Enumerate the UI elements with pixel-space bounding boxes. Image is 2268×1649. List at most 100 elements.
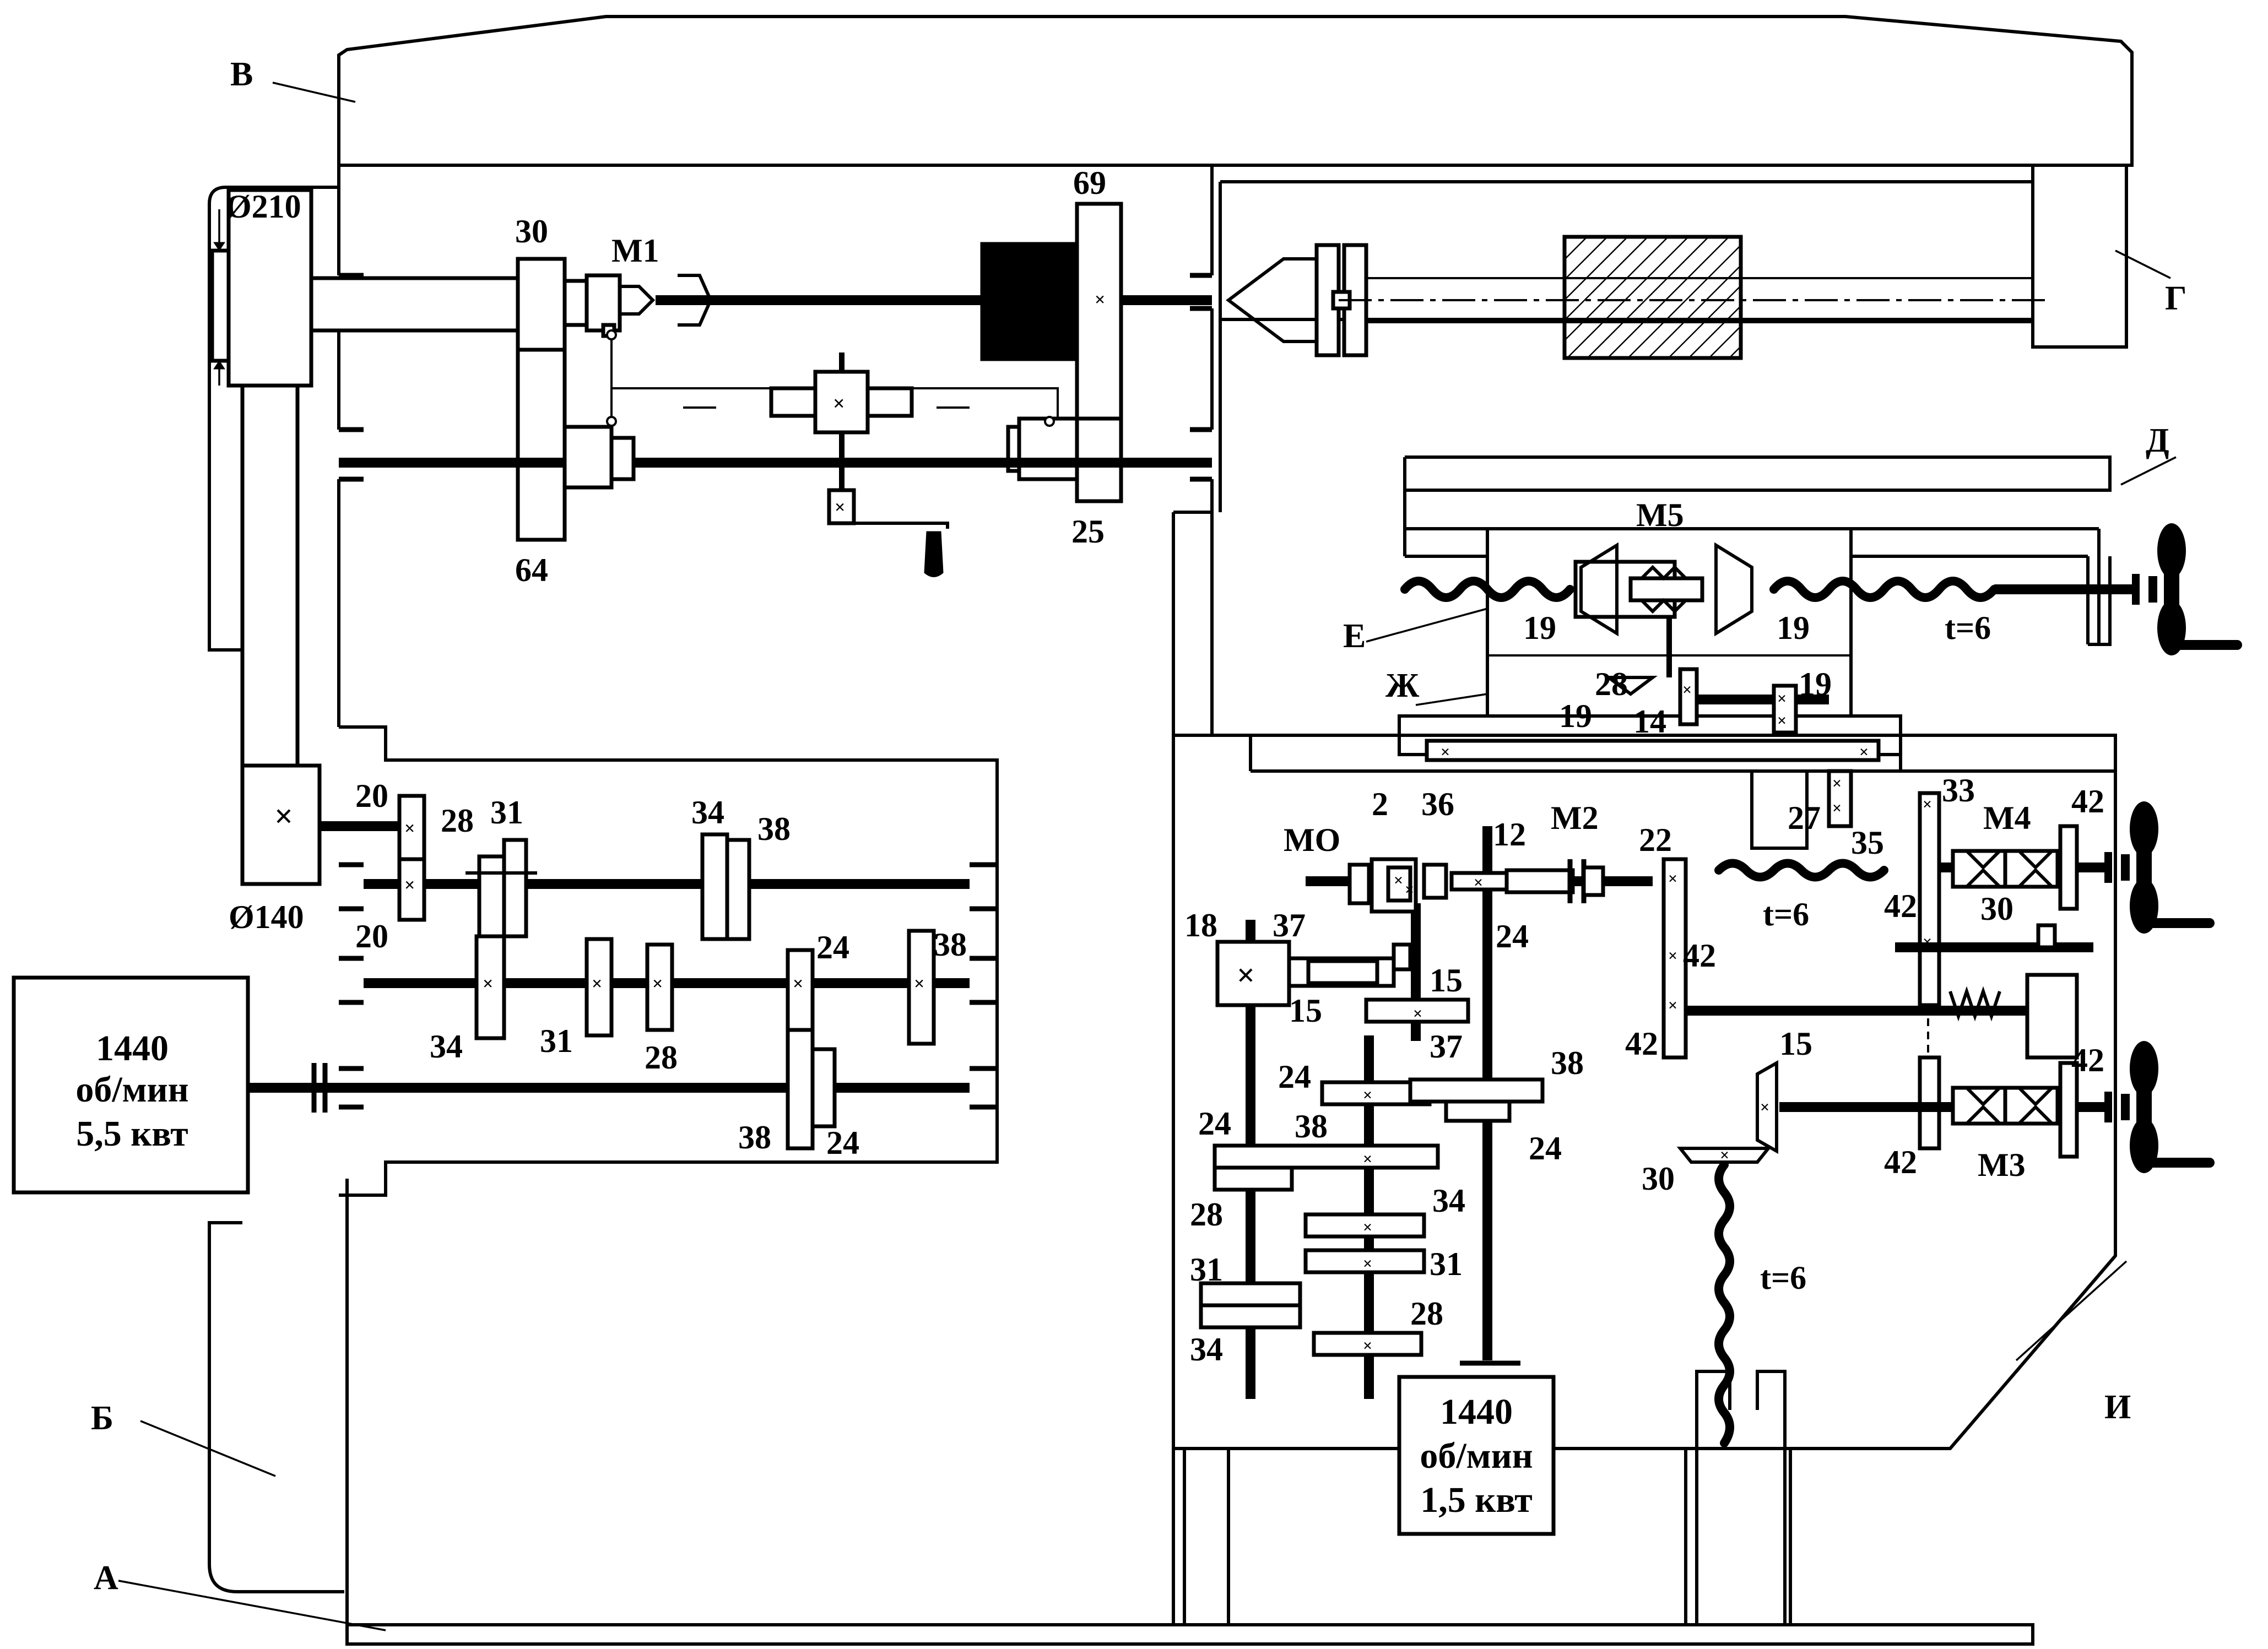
clutch-mo-label: МО xyxy=(1284,822,1340,858)
feed-gear-24-d: 24 xyxy=(1529,1130,1562,1167)
svg-text:×: × xyxy=(1923,795,1932,813)
svg-text:×: × xyxy=(1363,1255,1372,1273)
label-e: Е xyxy=(1343,617,1366,655)
cross-handwheel[interactable] xyxy=(2104,801,2215,934)
svg-text:×: × xyxy=(1668,870,1677,888)
main-motor-power: 5,5 квт xyxy=(76,1114,188,1154)
label-d: Д xyxy=(2146,422,2169,459)
gb-gear-34-bottom: 34 xyxy=(430,1028,463,1065)
gb-gear-24-lower: 24 xyxy=(826,1125,859,1161)
feed-gear-15-b: 15 xyxy=(1430,962,1463,999)
screw-pitch-vertical: t=6 xyxy=(1760,1260,1806,1296)
table-gear-19-b: 19 xyxy=(1777,610,1810,646)
table-gear-19-a: 19 xyxy=(1523,610,1556,646)
svg-text:×: × xyxy=(1363,1150,1372,1168)
feed-gear-24-b: 24 xyxy=(1278,1059,1311,1095)
feed-gear-34-a: 34 xyxy=(1432,1182,1465,1219)
svg-text:×: × xyxy=(835,497,845,518)
pulley-drive-dia: Ø210 xyxy=(226,188,301,225)
svg-text:×: × xyxy=(1237,957,1255,993)
gear-69: 69 xyxy=(1073,165,1106,201)
vertical-handwheel[interactable] xyxy=(2104,1041,2215,1173)
feed-motor xyxy=(1397,1375,1556,1536)
feed-gearbox: × × × × × × × × × × × × xyxy=(1199,791,2104,1447)
gb-gear-20-top: 20 xyxy=(355,778,388,814)
feed-gear-38-a: 38 xyxy=(1551,1045,1584,1081)
arbor xyxy=(1226,235,2049,360)
svg-text:×: × xyxy=(1095,290,1105,310)
spindle-gear-64 xyxy=(516,348,567,542)
feed-motor-power: 1,5 квт xyxy=(1420,1480,1532,1520)
gb-gear-38-top: 38 xyxy=(757,811,791,847)
driven-pulley xyxy=(240,763,322,886)
svg-text:×: × xyxy=(1394,871,1403,889)
feed-gear-42-f: 42 xyxy=(1884,1144,1917,1180)
table-gear-28: 28 xyxy=(1595,666,1628,702)
feed-gear-12: 12 xyxy=(1493,816,1526,853)
svg-text:×: × xyxy=(1405,881,1414,899)
clutch-m1-label: М1 xyxy=(611,232,659,269)
svg-text:×: × xyxy=(1363,1337,1372,1355)
feed-gear-42-d: 42 xyxy=(1884,888,1917,924)
feed-gear-42-b: 42 xyxy=(1625,1026,1658,1062)
feed-gear-38-b: 38 xyxy=(1295,1108,1328,1144)
gear-30-spindle: 30 xyxy=(515,213,548,249)
table-handwheel[interactable] xyxy=(2132,523,2242,655)
screw-pitch-table: t=6 xyxy=(1945,610,1991,646)
main-motor-unit: об/мин xyxy=(75,1070,188,1110)
clutch-m3-label: М3 xyxy=(1978,1147,2026,1183)
svg-text:×: × xyxy=(1363,1086,1372,1104)
feed-gear-36: 36 xyxy=(1421,786,1454,822)
spindle-gear-69 xyxy=(1075,202,1123,421)
clutch-m5 xyxy=(1573,542,1753,637)
svg-text:×: × xyxy=(1668,996,1677,1015)
feed-gear-18: 18 xyxy=(1184,907,1217,943)
feed-gear-30-a: 30 xyxy=(1980,891,2013,927)
feed-gear-28-b: 28 xyxy=(1410,1295,1443,1332)
clutch-m5-label: М5 xyxy=(1636,497,1684,533)
svg-text:×: × xyxy=(1363,1218,1372,1236)
svg-text:×: × xyxy=(1832,774,1842,793)
gb-gear-38-right: 38 xyxy=(934,926,967,963)
svg-text:×: × xyxy=(1777,712,1787,730)
svg-text:×: × xyxy=(914,974,924,994)
gb-gear-28-top: 28 xyxy=(441,802,474,839)
feed-gear-24-a: 24 xyxy=(1496,918,1529,954)
feed-gear-30-b: 30 xyxy=(1642,1160,1675,1197)
svg-text:×: × xyxy=(1859,743,1869,761)
spindle-group: × × xyxy=(210,188,1212,886)
svg-text:×: × xyxy=(1441,743,1450,761)
svg-text:×: × xyxy=(1760,1098,1769,1116)
main-gearbox: × × × × × × × xyxy=(248,794,970,1151)
table-gear-19-d: 19 xyxy=(1559,698,1592,734)
svg-text:×: × xyxy=(404,875,415,896)
feed-gear-31-a: 31 xyxy=(1430,1246,1463,1282)
svg-text:×: × xyxy=(1474,874,1483,892)
label-i: И xyxy=(2104,1388,2131,1426)
svg-text:×: × xyxy=(592,974,602,994)
pulley-driven-dia: Ø140 xyxy=(229,899,304,935)
screw-pitch-cross: t=6 xyxy=(1763,896,1809,932)
svg-text:×: × xyxy=(1682,681,1692,699)
clutch-m2-label: М2 xyxy=(1551,800,1599,836)
svg-text:×: × xyxy=(833,392,845,415)
feed-motor-unit: об/мин xyxy=(1420,1436,1533,1476)
table-gear-33: 33 xyxy=(1942,772,1975,809)
svg-text:×: × xyxy=(483,974,493,994)
feed-gear-31-b: 31 xyxy=(1190,1251,1223,1288)
clutch-m1 xyxy=(562,273,713,338)
feed-gear-42-a: 42 xyxy=(1683,937,1716,974)
gb-gear-28-bottom: 28 xyxy=(645,1039,678,1076)
feed-gear-42-c: 42 xyxy=(2071,783,2104,820)
feed-gear-37-b: 37 xyxy=(1430,1028,1463,1065)
svg-text:×: × xyxy=(404,818,415,839)
gear-64: 64 xyxy=(515,552,548,588)
label-g: Г xyxy=(2165,280,2186,317)
table-gear-19-c: 19 xyxy=(1799,666,1832,702)
feed-gear-24-c: 24 xyxy=(1198,1105,1231,1142)
label-zh: Ж xyxy=(1385,667,1420,704)
gb-gear-24-upper: 24 xyxy=(816,929,849,965)
svg-text:×: × xyxy=(793,974,803,994)
clutch-m4 xyxy=(1951,824,2079,911)
feed-gear-22: 22 xyxy=(1639,822,1672,858)
